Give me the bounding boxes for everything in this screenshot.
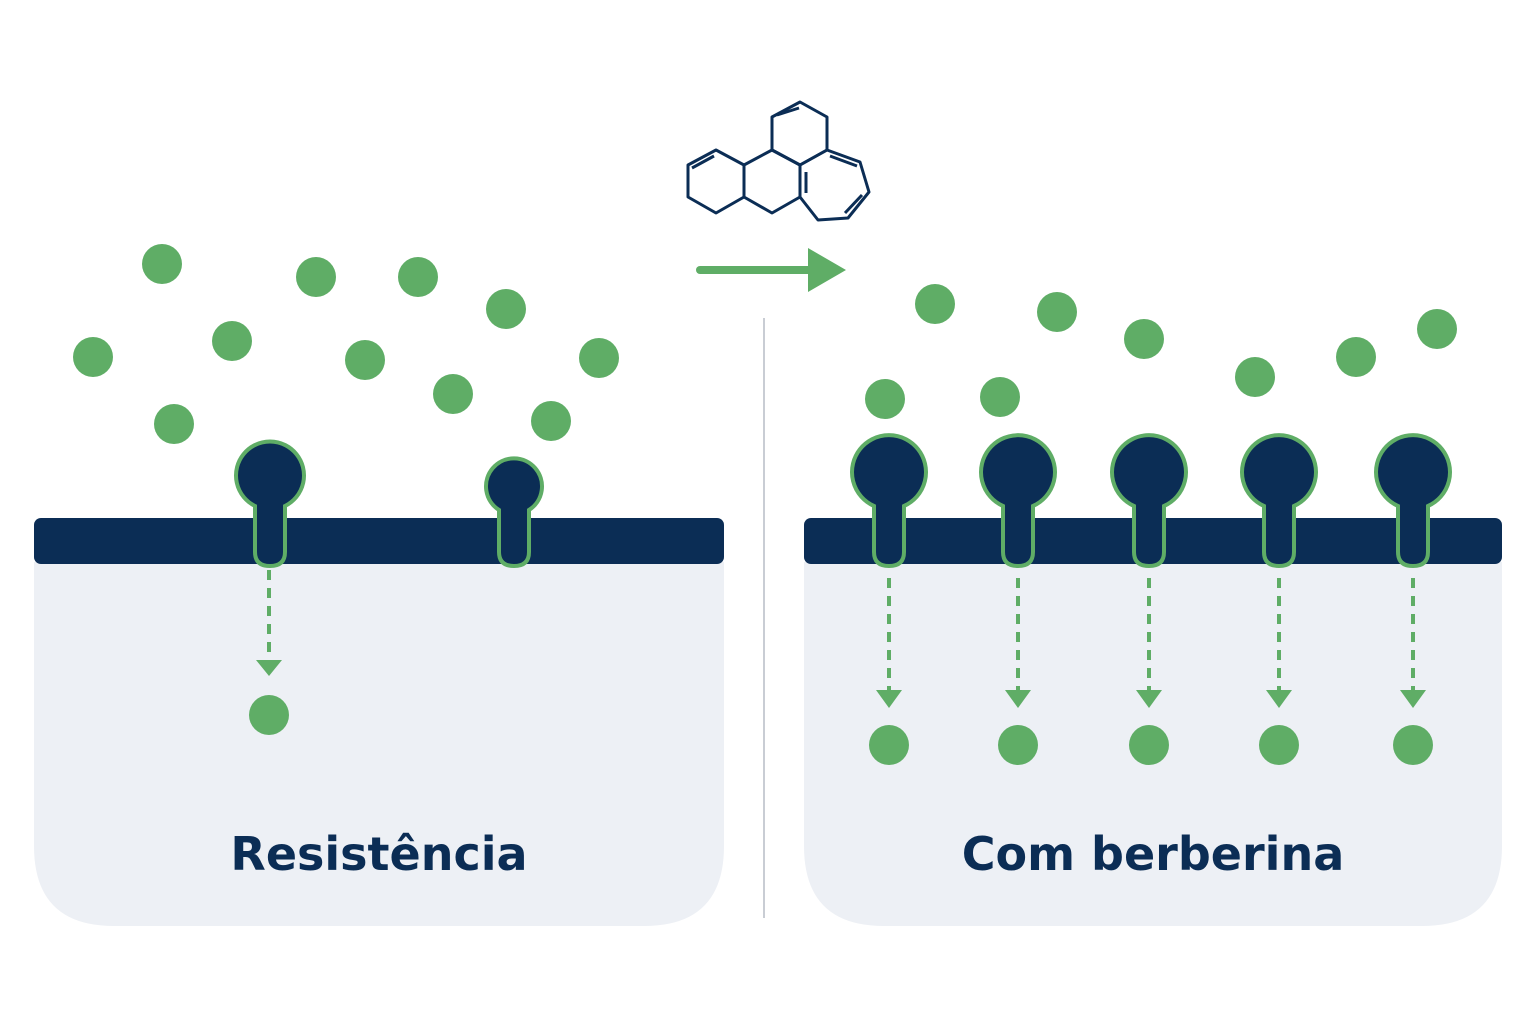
cell-membrane-left (34, 518, 724, 564)
molecule (433, 374, 473, 414)
molecule (1124, 319, 1164, 359)
internalized-molecule-left-1 (249, 695, 289, 735)
receptor-left-2 (484, 456, 544, 569)
molecule (398, 257, 438, 297)
internalized-molecule-right-5 (1393, 725, 1433, 765)
molecule (1417, 309, 1457, 349)
molecule (1235, 357, 1275, 397)
molecule (531, 401, 571, 441)
panel-label-resistance: Resistência (230, 827, 528, 881)
receptor-right-1 (850, 433, 928, 569)
molecule (486, 289, 526, 329)
uptake-arrow-right-5 (1400, 578, 1426, 708)
extracellular-molecules-right (865, 284, 1457, 419)
berberine-molecule-icon (686, 100, 871, 222)
extracellular-molecules-left (73, 244, 619, 444)
molecule (1336, 337, 1376, 377)
molecule (1037, 292, 1077, 332)
molecule (73, 337, 113, 377)
uptake-arrow-right-4 (1266, 578, 1292, 708)
receptor-right-5 (1374, 433, 1452, 569)
right-arrow-icon (696, 248, 846, 292)
molecule (212, 321, 252, 361)
receptor-right-2 (979, 433, 1057, 569)
molecule (915, 284, 955, 324)
molecule (980, 377, 1020, 417)
receptor-right-3 (1110, 433, 1188, 569)
uptake-arrow-right-3 (1136, 578, 1162, 708)
uptake-arrow-right-1 (876, 578, 902, 708)
internalized-molecule-right-2 (998, 725, 1038, 765)
molecule (142, 244, 182, 284)
uptake-arrow-right-2 (1005, 578, 1031, 708)
panel-label-with-berberine: Com berberina (961, 827, 1345, 881)
cell-left (34, 518, 724, 926)
molecule (154, 404, 194, 444)
uptake-arrow-left-1 (256, 570, 282, 676)
molecule (296, 257, 336, 297)
receptor-right-4 (1240, 433, 1318, 569)
internalized-molecule-right-3 (1129, 725, 1169, 765)
molecule (865, 379, 905, 419)
receptor-left-1 (234, 439, 306, 569)
cell-interior-left (34, 562, 724, 926)
molecule (345, 340, 385, 380)
internalized-molecule-right-4 (1259, 725, 1299, 765)
molecule (579, 338, 619, 378)
internalized-molecule-right-1 (869, 725, 909, 765)
